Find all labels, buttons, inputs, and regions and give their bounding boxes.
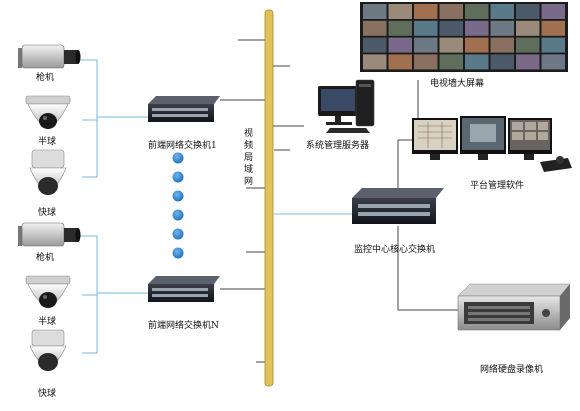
camera-links-group-2 bbox=[80, 235, 148, 354]
video-wall-label: 电视墙大屏幕 bbox=[430, 79, 485, 89]
speed-dome-2-label: 快球 bbox=[38, 389, 57, 399]
management-server-icon bbox=[318, 79, 375, 133]
video-wall-tile bbox=[414, 54, 438, 70]
video-wall-tile bbox=[465, 4, 489, 19]
ellipsis-dot bbox=[172, 190, 184, 202]
video-wall-tile bbox=[439, 20, 463, 36]
video-wall-tile bbox=[388, 4, 412, 19]
video-wall-tile bbox=[490, 20, 514, 36]
ellipsis-dot bbox=[172, 209, 184, 221]
camera-links-group-1 bbox=[80, 59, 148, 178]
platform-software-label: 平台管理软件 bbox=[470, 181, 525, 191]
bullet-camera-2-icon bbox=[18, 222, 81, 247]
front-switch-n-label: 前端网络交换机N bbox=[148, 321, 219, 331]
video-wall-tile bbox=[516, 4, 540, 19]
bullet-camera-2-label: 枪机 bbox=[36, 253, 55, 263]
video-wall-tile bbox=[363, 37, 387, 53]
video-wall-tile bbox=[465, 54, 489, 70]
nvr-icon bbox=[457, 283, 571, 331]
video-wall-tile bbox=[541, 20, 565, 36]
video-wall-tile bbox=[439, 4, 463, 19]
core-switch-label: 监控中心核心交换机 bbox=[354, 245, 436, 255]
ellipsis-dot bbox=[172, 247, 184, 259]
video-wall-tile bbox=[414, 20, 438, 36]
video-wall-tile bbox=[363, 4, 387, 19]
dome-camera-1-icon bbox=[25, 95, 71, 129]
backbone-links bbox=[220, 39, 304, 363]
video-wall-tile bbox=[465, 37, 489, 53]
video-wall-tile bbox=[465, 20, 489, 36]
lan-backbone-label: 视频局域网 bbox=[243, 129, 253, 187]
video-wall-tile bbox=[439, 54, 463, 70]
video-wall-tile bbox=[388, 54, 412, 70]
speed-dome-1-icon bbox=[29, 149, 67, 195]
video-wall-tile bbox=[363, 20, 387, 36]
speed-dome-2-icon bbox=[29, 329, 67, 371]
video-wall-tile bbox=[541, 4, 565, 19]
bullet-camera-1-label: 枪机 bbox=[36, 73, 55, 83]
front-switch-1-label: 前端网络交换机1 bbox=[148, 141, 217, 151]
video-wall-tile bbox=[541, 54, 565, 70]
video-wall-tile bbox=[490, 4, 514, 19]
video-wall-tile bbox=[363, 54, 387, 70]
video-wall-tile bbox=[439, 37, 463, 53]
bullet-camera-1-icon bbox=[18, 44, 81, 69]
ellipsis-dot bbox=[172, 152, 184, 164]
video-wall-tile bbox=[516, 20, 540, 36]
dome-camera-2-label: 半球 bbox=[38, 317, 57, 327]
dome-camera-1-label: 半球 bbox=[38, 137, 57, 147]
video-wall-tile bbox=[516, 54, 540, 70]
video-wall-tile bbox=[541, 37, 565, 53]
dome-camera-2-icon bbox=[25, 275, 71, 308]
core-links bbox=[397, 80, 458, 311]
video-wall-tile bbox=[414, 4, 438, 19]
more-switches-dots bbox=[172, 152, 184, 259]
lan-backbone-bar bbox=[264, 9, 274, 387]
video-wall-tile bbox=[490, 54, 514, 70]
video-wall-tile bbox=[490, 37, 514, 53]
core-switch-icon bbox=[352, 188, 444, 224]
video-wall-tile bbox=[414, 37, 438, 53]
video-wall-tile bbox=[388, 37, 412, 53]
video-wall-tile bbox=[516, 37, 540, 53]
front-switch-n-icon bbox=[148, 276, 220, 302]
front-switch-1-icon bbox=[148, 96, 220, 122]
ellipsis-dot bbox=[172, 171, 184, 183]
speed-dome-1-label: 快球 bbox=[38, 208, 57, 218]
platform-software-icon bbox=[412, 116, 572, 172]
nvr-label: 网络硬盘录像机 bbox=[480, 365, 544, 375]
video-wall-icon bbox=[360, 2, 568, 72]
ellipsis-dot bbox=[172, 228, 184, 240]
video-wall-tile bbox=[388, 20, 412, 36]
management-server-label: 系统管理服务器 bbox=[306, 141, 370, 151]
